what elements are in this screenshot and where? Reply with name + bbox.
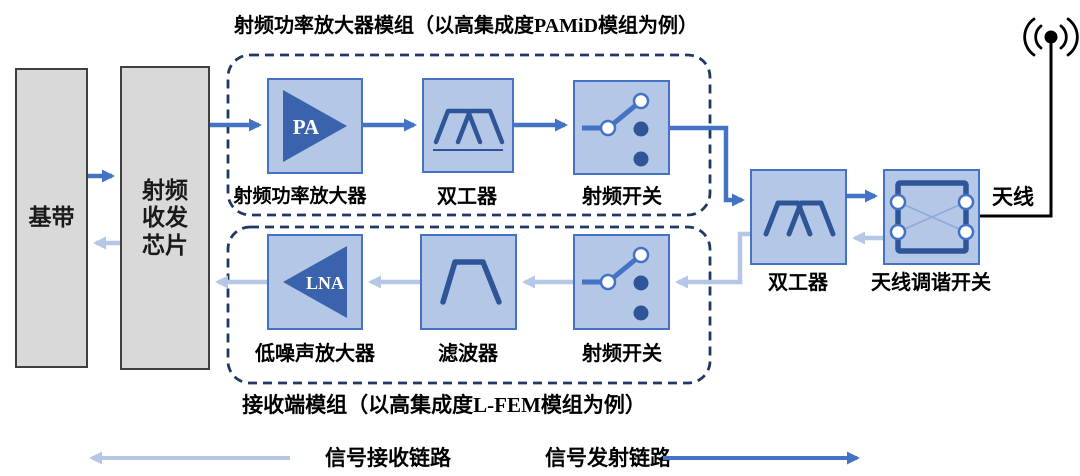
pa-symbol-text: PA <box>293 115 320 139</box>
pa-amplifier-icon: PA <box>283 90 347 162</box>
legend-receive-label: 信号接收链路 <box>325 446 451 470</box>
rx-module-title: 接收端模组（以高集成度L-FEM模组为例） <box>242 393 646 417</box>
duplexer-icon <box>763 200 836 237</box>
antenna-tuner-label: 天线调谐开关 <box>871 272 991 294</box>
lna-label: 低噪声放大器 <box>255 343 375 365</box>
lna-amplifier-icon: LNA <box>283 246 347 318</box>
rf-switch-tx-label: 射频开关 <box>582 186 662 208</box>
antenna-icon <box>1023 17 1079 57</box>
lna-symbol-text: LNA <box>306 273 344 293</box>
pa-block: PA <box>267 78 363 174</box>
bandpass-filter-icon <box>440 259 502 305</box>
tx-module-title: 射频功率放大器模组（以高集成度PAMiD模组为例） <box>233 15 699 37</box>
baseband-block: 基带 <box>15 68 88 368</box>
duplexer-tx-block <box>422 78 514 173</box>
filter-label: 滤波器 <box>438 343 498 365</box>
antenna-tuner-block <box>883 169 980 265</box>
antenna-tuning-switch-icon <box>889 180 975 254</box>
filter-block <box>420 234 517 330</box>
transceiver-label: 射频 收发 芯片 <box>142 177 188 258</box>
rf-switch-rx-label: 射频开关 <box>582 343 662 365</box>
legend-transmit-label: 信号发射链路 <box>545 446 671 470</box>
antenna-label: 天线 <box>992 185 1034 209</box>
baseband-label: 基带 <box>28 205 75 231</box>
transceiver-block: 射频 收发 芯片 <box>120 66 210 370</box>
duplexer-ant-block <box>750 169 847 265</box>
lna-block: LNA <box>267 234 363 330</box>
rf-switch-icon <box>582 92 650 167</box>
rf-switch-icon <box>582 246 650 321</box>
duplexer-ant-label: 双工器 <box>768 272 828 294</box>
duplexer-tx-label: 双工器 <box>437 186 497 208</box>
rf-switch-rx-block <box>573 234 670 330</box>
pa-label: 射频功率放大器 <box>233 186 367 207</box>
rf-switch-tx-block <box>573 80 670 175</box>
duplexer-icon <box>433 108 505 151</box>
